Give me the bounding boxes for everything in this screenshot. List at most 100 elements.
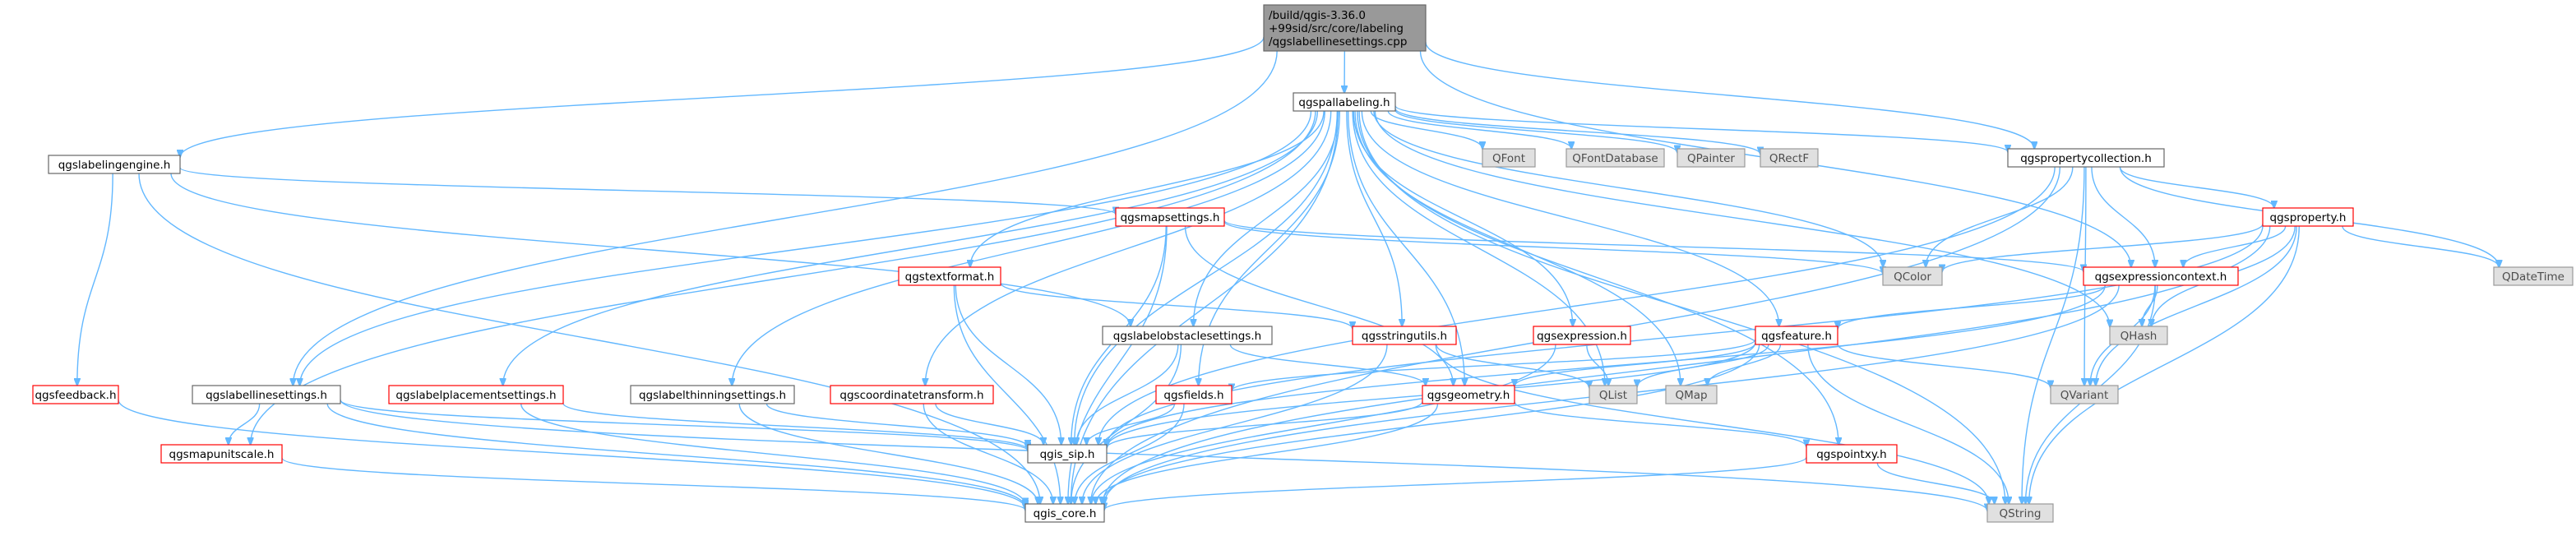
edge-qgsfeature-to-QString bbox=[1807, 344, 2009, 504]
edge-qgslabellinesettings-to-qgis_core bbox=[326, 403, 1025, 507]
node-label-qgsgeometry: qgsgeometry.h bbox=[1427, 389, 1510, 402]
node-qgspallabeling[interactable]: qgspallabeling.h bbox=[1293, 92, 1396, 112]
node-box-QFont bbox=[1482, 148, 1536, 168]
edge-qgspallabeling-to-qgscoordinatetransform bbox=[925, 110, 1332, 386]
node-label-qgslabelplacementsettings: qgslabelplacementsettings.h bbox=[395, 389, 556, 402]
node-box-QHash bbox=[2109, 326, 2168, 345]
edge-qgsstringutils-to-QString bbox=[1435, 344, 1989, 504]
edge-qgspropertycollection-to-QString bbox=[2022, 166, 2085, 504]
node-label-qgstextformat: qgstextformat.h bbox=[905, 270, 995, 284]
edge-qgsexpression-to-QList bbox=[1586, 344, 1608, 386]
edge-qgspallabeling-to-qgslabelplacementsettings bbox=[503, 110, 1319, 386]
edge-qgsfields-to-qgis_core bbox=[1075, 403, 1185, 504]
node-label-QFontDatabase: QFontDatabase bbox=[1572, 152, 1658, 165]
edge-qgspallabeling-to-qgspropertycollection bbox=[1394, 105, 2008, 152]
edge-qgspallabeling-to-qgsstringutils bbox=[1346, 110, 1402, 326]
node-qgslabelobstaclesettings[interactable]: qgslabelobstaclesettings.h bbox=[1102, 326, 1273, 345]
node-qgspointxy[interactable]: qgspointxy.h bbox=[1806, 444, 1898, 464]
node-qgslabelplacementsettings[interactable]: qgslabelplacementsettings.h bbox=[388, 385, 564, 404]
node-label-QPainter: QPainter bbox=[1687, 152, 1735, 165]
node-qgsstringutils[interactable]: qgsstringutils.h bbox=[1352, 326, 1457, 345]
node-qgis_sip[interactable]: qgis_sip.h bbox=[1027, 444, 1108, 464]
node-box-qgsmapsettings bbox=[1115, 207, 1225, 227]
edge-qgsproperty-to-qgsexpressioncontext bbox=[2183, 225, 2287, 267]
edge-qgsfeedback-to-qgis_core bbox=[118, 400, 1025, 508]
edge-qgspallabeling-to-qgslabellinesettings bbox=[300, 110, 1312, 386]
node-qgsexpression[interactable]: qgsexpression.h bbox=[1533, 326, 1631, 345]
node-label-root: +99sid/src/core/labeling bbox=[1269, 22, 1404, 35]
edge-qgslabellinesettings-to-qgis_sip bbox=[340, 400, 1028, 451]
edge-qgsproperty-to-qgis_sip bbox=[1107, 225, 2264, 446]
edge-root-to-qgslabellinesettings bbox=[293, 50, 1278, 386]
node-qgsfields[interactable]: qgsfields.h bbox=[1155, 385, 1233, 404]
edge-qgscoordinatetransform-to-qgis_core bbox=[923, 403, 1053, 504]
node-qgsmapsettings[interactable]: qgsmapsettings.h bbox=[1115, 207, 1225, 227]
node-box-qgsexpressioncontext bbox=[2083, 266, 2239, 286]
edge-qgslabelobstaclesettings-to-qgsgeometry bbox=[1229, 344, 1426, 386]
node-qgsfeature[interactable]: qgsfeature.h bbox=[1755, 326, 1838, 345]
edge-qgspallabeling-to-qgslabelthinningsettings bbox=[732, 110, 1325, 386]
edge-root-to-qgspropertycollection bbox=[1425, 42, 2034, 149]
edge-qgstextformat-to-qgis_sip bbox=[955, 284, 1061, 445]
node-box-qgslabelingengine bbox=[48, 155, 181, 174]
node-label-qgslabelthinningsettings: qgslabelthinningsettings.h bbox=[639, 389, 786, 402]
edge-qgspallabeling-to-QColor bbox=[1373, 110, 1883, 267]
node-box-QColor bbox=[1882, 266, 1943, 286]
edge-qgsgeometry-to-qgis_core bbox=[1096, 403, 1439, 504]
node-box-QString bbox=[1986, 503, 2054, 523]
node-QList: QList bbox=[1589, 385, 1638, 404]
edge-qgspallabeling-to-qgsmapunitscale bbox=[251, 110, 1316, 445]
node-qgslabellinesettings[interactable]: qgslabellinesettings.h bbox=[192, 385, 341, 404]
node-box-root bbox=[1263, 4, 1427, 52]
edge-qgsfeature-to-QVariant bbox=[1837, 344, 2051, 387]
node-qgis_core[interactable]: qgis_core.h bbox=[1024, 503, 1105, 523]
node-qgsmapunitscale[interactable]: qgsmapunitscale.h bbox=[160, 444, 283, 464]
edge-qgslabelthinningsettings-to-qgis_sip bbox=[765, 403, 1028, 447]
node-QHash: QHash bbox=[2109, 326, 2168, 345]
edge-qgsexpressioncontext-to-qgis_sip bbox=[1107, 284, 2106, 447]
node-box-qgspointxy bbox=[1806, 444, 1898, 464]
node-label-qgsmapsettings: qgsmapsettings.h bbox=[1121, 211, 1220, 224]
edge-qgsstringutils-to-qgis_core bbox=[1082, 344, 1388, 504]
edge-qgspallabeling-to-qgstextformat bbox=[970, 110, 1325, 267]
node-root[interactable]: /build/qgis-3.36.0+99sid/src/core/labeli… bbox=[1263, 4, 1427, 52]
edge-root-to-qgslabelingengine bbox=[180, 36, 1265, 157]
node-box-qgsfeedback bbox=[32, 385, 119, 404]
node-qgsfeedback[interactable]: qgsfeedback.h bbox=[32, 385, 119, 404]
node-box-QList bbox=[1589, 385, 1638, 404]
edge-qgsgeometry-to-qgis_sip bbox=[1107, 400, 1423, 448]
node-label-QString: QString bbox=[2000, 507, 2042, 520]
node-QFont: QFont bbox=[1482, 148, 1536, 168]
node-qgstextformat[interactable]: qgstextformat.h bbox=[898, 266, 1001, 286]
node-box-QMap bbox=[1665, 385, 1718, 404]
node-label-QHash: QHash bbox=[2120, 330, 2157, 343]
node-box-QDateTime bbox=[2493, 266, 2574, 286]
node-QMap: QMap bbox=[1665, 385, 1718, 404]
node-label-QDateTime: QDateTime bbox=[2502, 270, 2564, 284]
node-label-qgscoordinatetransform: qgscoordinatetransform.h bbox=[839, 389, 983, 402]
edge-qgsexpression-to-qgis_core bbox=[1091, 344, 1556, 504]
node-qgsproperty[interactable]: qgsproperty.h bbox=[2262, 207, 2354, 227]
edge-qgspallabeling-to-qgspointxy bbox=[1357, 110, 1838, 445]
node-box-qgsfields bbox=[1155, 385, 1233, 404]
node-qgscoordinatetransform[interactable]: qgscoordinatetransform.h bbox=[830, 385, 994, 404]
edge-qgscoordinatetransform-to-qgis_sip bbox=[935, 403, 1043, 445]
edge-qgsmapunitscale-to-qgis_core bbox=[281, 457, 1025, 510]
node-qgsexpressioncontext[interactable]: qgsexpressioncontext.h bbox=[2083, 266, 2239, 286]
node-box-qgis_sip bbox=[1027, 444, 1108, 464]
node-box-qgis_core bbox=[1024, 503, 1105, 523]
node-box-qgsstringutils bbox=[1352, 326, 1457, 345]
node-label-qgsfields: qgsfields.h bbox=[1163, 389, 1223, 402]
edge-qgslabelthinningsettings-to-qgis_core bbox=[738, 403, 1038, 504]
node-qgsgeometry[interactable]: qgsgeometry.h bbox=[1422, 385, 1515, 404]
node-qgslabelingengine[interactable]: qgslabelingengine.h bbox=[48, 155, 181, 174]
node-label-root: /build/qgis-3.36.0 bbox=[1269, 9, 1366, 22]
edge-qgspropertycollection-to-qgsexpressioncontext bbox=[2091, 166, 2155, 267]
node-qgslabelthinningsettings[interactable]: qgslabelthinningsettings.h bbox=[630, 385, 795, 404]
node-box-qgsgeometry bbox=[1422, 385, 1515, 404]
edge-qgspointxy-to-qgis_core bbox=[1104, 456, 1807, 510]
node-label-qgis_core: qgis_core.h bbox=[1034, 507, 1097, 520]
node-box-QFontDatabase bbox=[1565, 148, 1665, 168]
edge-qgspallabeling-to-qgsgeometry bbox=[1347, 110, 1465, 386]
node-qgspropertycollection[interactable]: qgspropertycollection.h bbox=[2007, 148, 2165, 168]
